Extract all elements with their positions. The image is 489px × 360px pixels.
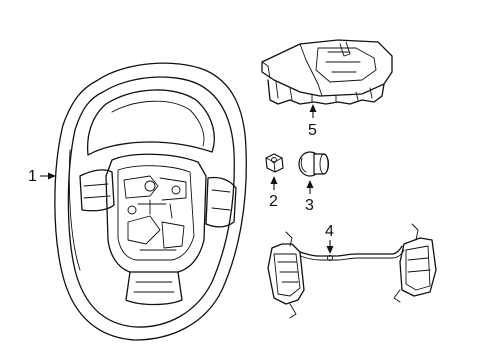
callout-4: 4 (325, 223, 334, 254)
callout-label-5: 5 (308, 122, 317, 139)
callout-5: 5 (308, 104, 317, 139)
plug (298, 151, 330, 177)
callout-label-1: 1 (28, 168, 37, 185)
nut (265, 153, 284, 173)
air-bag-module (261, 39, 393, 105)
switch-harness (267, 223, 437, 319)
steering-wheel (54, 62, 247, 341)
callout-2: 2 (269, 176, 278, 210)
callout-label-4: 4 (325, 223, 334, 240)
callout-label-2: 2 (269, 193, 278, 210)
callout-label-3: 3 (305, 197, 314, 214)
callout-1: 1 (28, 168, 56, 185)
callout-3: 3 (305, 180, 314, 214)
